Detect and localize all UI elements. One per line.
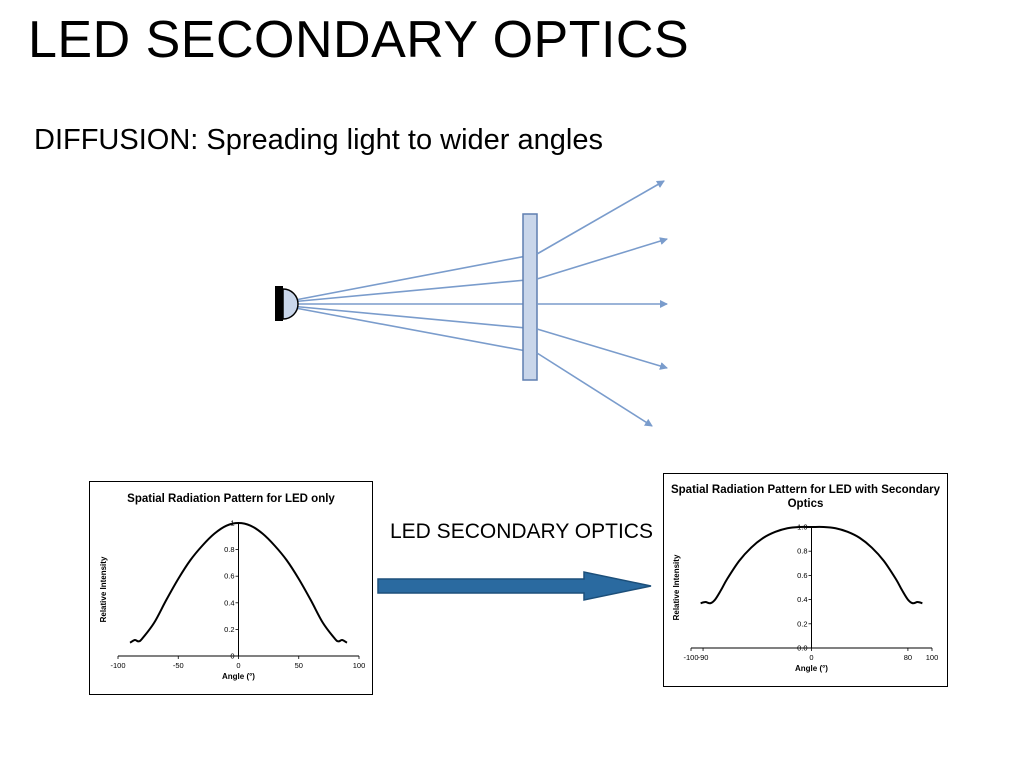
slide-subtitle: DIFFUSION: Spreading light to wider angl… [34, 124, 603, 156]
y-tick-label: 0 [230, 652, 234, 661]
series-line [700, 525, 923, 605]
x-tick-label: 100 [926, 653, 939, 662]
chart-title: Spatial Radiation Pattern for LED with S… [670, 484, 940, 510]
x-tick-label: 50 [295, 661, 303, 670]
y-tick-label: 0.2 [224, 625, 234, 634]
incident-ray [289, 305, 538, 330]
diffused-ray [536, 180, 665, 255]
x-tick-label: -100 [110, 661, 125, 670]
diffused-rays [536, 180, 668, 427]
chart-led-only: Spatial Radiation Pattern for LED only 0… [89, 481, 373, 695]
y-tick-label: 0.4 [224, 598, 234, 607]
right-arrow-icon [377, 571, 652, 601]
diffuser-plate-icon [522, 213, 538, 381]
y-axis-title: Relative Intensity [672, 554, 681, 620]
y-tick-label: 0.6 [224, 572, 234, 581]
arrow-caption: LED SECONDARY OPTICS [390, 520, 653, 543]
y-axis-title: Relative Intensity [99, 556, 108, 622]
x-tick-label: 0 [236, 661, 240, 670]
incident-rays [289, 253, 538, 354]
x-tick-label: 80 [904, 653, 912, 662]
y-tick-label: 0.8 [797, 547, 807, 556]
series-line [129, 521, 348, 644]
y-tick-label: 0.6 [797, 571, 807, 580]
diffused-ray [536, 237, 668, 280]
chart-title: Spatial Radiation Pattern for LED only [127, 493, 335, 505]
y-tick-label: 0.2 [797, 619, 807, 628]
x-tick-label: 0 [809, 653, 813, 662]
x-tick-label: -100 [683, 653, 698, 662]
incident-ray [289, 253, 538, 302]
x-axis-title: Angle (°) [222, 672, 255, 681]
chart-led-with-optics: Spatial Radiation Pattern for LED with S… [663, 473, 948, 687]
y-tick-label: 0.4 [797, 595, 807, 604]
x-tick-label: -90 [698, 653, 709, 662]
led-emitter-icon [275, 286, 299, 321]
diffused-ray [536, 352, 653, 427]
slide-title: LED SECONDARY OPTICS [28, 11, 690, 69]
x-tick-label: -50 [173, 661, 184, 670]
x-axis-title: Angle (°) [795, 664, 828, 673]
y-tick-label: 0.8 [224, 545, 234, 554]
y-tick-label: 0.0 [797, 644, 807, 653]
diffused-ray [536, 328, 668, 370]
x-tick-label: 100 [353, 661, 366, 670]
incident-ray [289, 306, 538, 354]
incident-ray [289, 278, 538, 303]
